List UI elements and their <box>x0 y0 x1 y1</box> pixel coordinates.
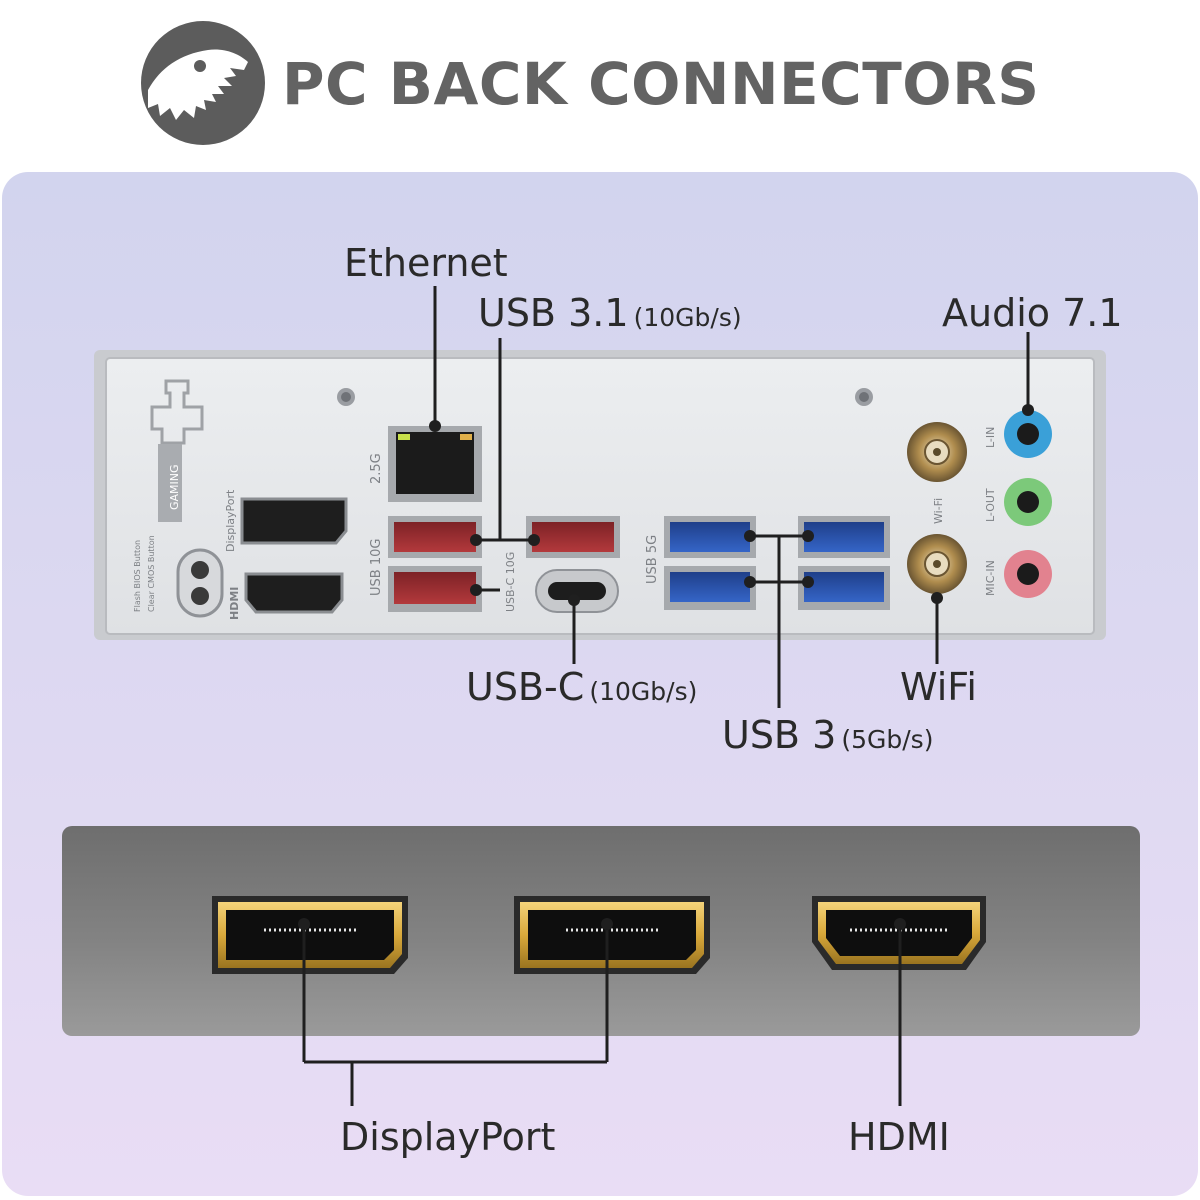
shield-label-gaming: GAMING <box>168 464 181 510</box>
shield-label-flash-bios: Flash BIOS Button <box>133 540 142 612</box>
usb31-port <box>388 566 482 612</box>
callout-usbc: USB-C (10Gb/s) <box>466 668 697 706</box>
displayport-port <box>240 497 348 545</box>
callout-usbc-label: USB-C <box>466 665 585 709</box>
displayport-connector <box>212 896 408 974</box>
screw-icon <box>855 388 873 406</box>
usb3-port <box>798 516 890 558</box>
shield-label-lan-speed: 2.5G <box>369 453 384 484</box>
usbc-port <box>535 569 619 613</box>
gaming-logo-icon <box>150 379 204 522</box>
callout-usb31-speed: (10Gb/s) <box>633 303 742 332</box>
callout-usb31: USB 3.1 (10Gb/s) <box>478 294 742 332</box>
callout-hdmi-label: HDMI <box>848 1115 950 1159</box>
wifi-antenna-connector <box>907 534 967 594</box>
hdmi-port <box>244 572 344 614</box>
audio-line-out-jack <box>1004 478 1052 526</box>
ethernet-port <box>388 426 482 502</box>
displayport-connector <box>514 896 710 974</box>
callout-audio: Audio 7.1 <box>942 294 1123 332</box>
audio-line-in-jack <box>1004 410 1052 458</box>
shield-label-mic-in: MIC-IN <box>984 560 997 596</box>
usb3-port <box>798 566 890 610</box>
callout-usb3-speed: (5Gb/s) <box>841 725 934 754</box>
usb3-port <box>664 566 756 610</box>
shield-label-l-in: L-IN <box>984 427 997 448</box>
flash-bios-button <box>176 548 224 618</box>
callout-ethernet: Ethernet <box>344 244 508 282</box>
callout-displayport: DisplayPort <box>340 1118 555 1156</box>
shield-label-usb-5g: USB 5G <box>645 535 660 584</box>
usb31-port <box>526 516 620 558</box>
callout-wifi: WiFi <box>900 668 977 706</box>
callout-usb31-label: USB 3.1 <box>478 291 629 335</box>
shield-label-hdmi: HDMI <box>228 587 241 620</box>
shield-label-usb-10g: USB 10G <box>369 539 384 596</box>
header: PC BACK CONNECTORS <box>0 0 1200 170</box>
callout-audio-label: Audio 7.1 <box>942 291 1123 335</box>
video-connectors-drawing <box>212 896 986 1106</box>
shield-label-displayport: DisplayPort <box>224 489 237 552</box>
callout-usbc-speed: (10Gb/s) <box>589 677 698 706</box>
screw-icon <box>337 388 355 406</box>
callout-displayport-label: DisplayPort <box>340 1115 556 1159</box>
usb3-port <box>664 516 756 558</box>
callout-usb3: USB 3 (5Gb/s) <box>722 716 933 754</box>
wifi-antenna-connector <box>907 422 967 482</box>
shield-label-l-out: L-OUT <box>984 488 997 522</box>
dinosaur-skull-logo-icon <box>141 21 265 145</box>
shield-label-wifi: Wi-Fi <box>932 498 945 524</box>
callout-wifi-label: WiFi <box>900 665 977 709</box>
shield-label-clear-cmos: Clear CMOS Button <box>147 535 156 612</box>
callout-usb3-label: USB 3 <box>722 713 837 757</box>
shield-label-usbc-10g: USB-C 10G <box>504 552 517 612</box>
usb31-port <box>388 516 482 558</box>
callout-ethernet-label: Ethernet <box>344 241 508 285</box>
callout-hdmi: HDMI <box>848 1118 950 1156</box>
audio-mic-in-jack <box>1004 550 1052 598</box>
page-title: PC BACK CONNECTORS <box>282 50 1040 118</box>
connectors-panel: GAMING DisplayPort HDMI 2.5G USB 10G USB… <box>2 172 1198 1196</box>
